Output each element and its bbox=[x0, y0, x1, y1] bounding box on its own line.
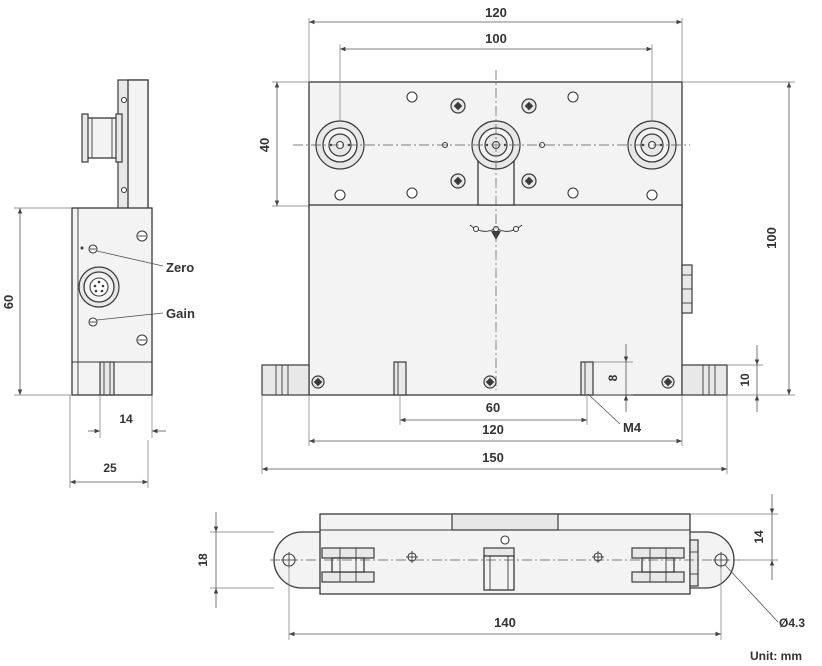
base-pin bbox=[580, 361, 594, 396]
base-screw bbox=[661, 375, 675, 389]
dim-height-100-label: 100 bbox=[764, 227, 779, 249]
dim-plan-14-label: 14 bbox=[752, 530, 766, 544]
plate-hole bbox=[406, 187, 418, 199]
plan-left-pulley bbox=[321, 547, 375, 583]
base-screw bbox=[483, 375, 497, 389]
right-stub bbox=[681, 364, 728, 396]
base-pin bbox=[393, 361, 407, 396]
dim-top-120-label: 120 bbox=[485, 5, 507, 20]
dim-pin-8-label: 8 bbox=[606, 374, 620, 381]
plate-hole bbox=[406, 91, 418, 103]
dim-top-100-label: 100 bbox=[485, 31, 507, 46]
dim-plate-40-label: 40 bbox=[257, 138, 272, 152]
plan-side-connector bbox=[689, 539, 699, 587]
unit-label: Unit: mm bbox=[750, 649, 802, 663]
plate-hole bbox=[567, 91, 579, 103]
dim-side-height-label: 60 bbox=[1, 295, 16, 309]
m4-leader bbox=[587, 393, 621, 425]
gain-potentiometer bbox=[88, 317, 98, 327]
plan-center-connector bbox=[483, 535, 515, 591]
zero-label: Zero bbox=[166, 260, 194, 275]
zero-leader bbox=[96, 250, 164, 267]
dim-pin-10-label: 10 bbox=[738, 373, 752, 387]
gain-label: Gain bbox=[166, 306, 195, 321]
side-pulley bbox=[85, 117, 121, 159]
plan-view: 18 14 140 Ø4.3 Unit: mm bbox=[196, 494, 805, 663]
dim-bottom-60-label: 60 bbox=[486, 400, 500, 415]
dim-plan-140-label: 140 bbox=[494, 615, 516, 630]
plate-screw bbox=[521, 173, 537, 189]
hole-leader bbox=[724, 564, 779, 623]
dim-side-25-label: 25 bbox=[103, 461, 117, 475]
plate-hole bbox=[567, 187, 579, 199]
base-screw bbox=[311, 375, 325, 389]
dim-bottom-120-label: 120 bbox=[482, 422, 504, 437]
plate-screw bbox=[450, 98, 466, 114]
plan-top-strip bbox=[451, 513, 559, 531]
dim-side-14-label: 14 bbox=[119, 412, 133, 426]
side-screw-bottom bbox=[136, 334, 148, 346]
right-pulley bbox=[627, 120, 677, 170]
thread-m4-label: M4 bbox=[623, 420, 642, 435]
dim-plan-18-label: 18 bbox=[196, 553, 210, 567]
left-stub bbox=[261, 364, 310, 396]
plate-screw bbox=[521, 98, 537, 114]
hole-diameter-label: Ø4.3 bbox=[779, 616, 805, 630]
dim-bottom-150-label: 150 bbox=[482, 450, 504, 465]
plan-right-pulley bbox=[631, 547, 685, 583]
side-connector bbox=[78, 266, 120, 308]
zero-potentiometer bbox=[88, 244, 98, 254]
side-screw-top bbox=[136, 230, 148, 242]
side-view: Zero Gain 60 14 25 bbox=[1, 79, 195, 488]
plan-pin-hole bbox=[406, 551, 418, 563]
gain-leader bbox=[96, 312, 164, 321]
plate-hole bbox=[646, 189, 658, 201]
plan-pin-hole bbox=[592, 551, 604, 563]
front-view: 120 100 40 100 10 8 M4 bbox=[257, 5, 795, 474]
plate-screw bbox=[450, 173, 466, 189]
plate-hole bbox=[334, 189, 346, 201]
left-pulley bbox=[315, 120, 365, 170]
